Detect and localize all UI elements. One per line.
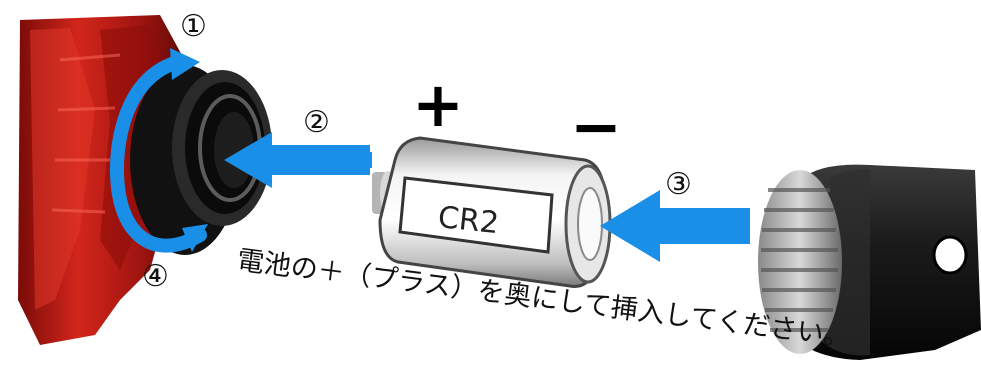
step-1-label: ① [180,9,207,44]
battery-cap [758,164,981,360]
battery-cr2 [372,136,612,288]
insert-arrow-cap-icon [600,190,750,262]
battery-type-label: CR2 [436,200,501,242]
rotation-arrow-icon [110,48,208,253]
insert-arrow-left-icon [224,132,372,188]
step-3-label: ③ [665,167,692,202]
plus-sign: + [412,68,464,141]
step-2-label: ② [303,105,330,140]
minus-sign: − [570,90,622,163]
step-4-label: ④ [142,259,169,294]
